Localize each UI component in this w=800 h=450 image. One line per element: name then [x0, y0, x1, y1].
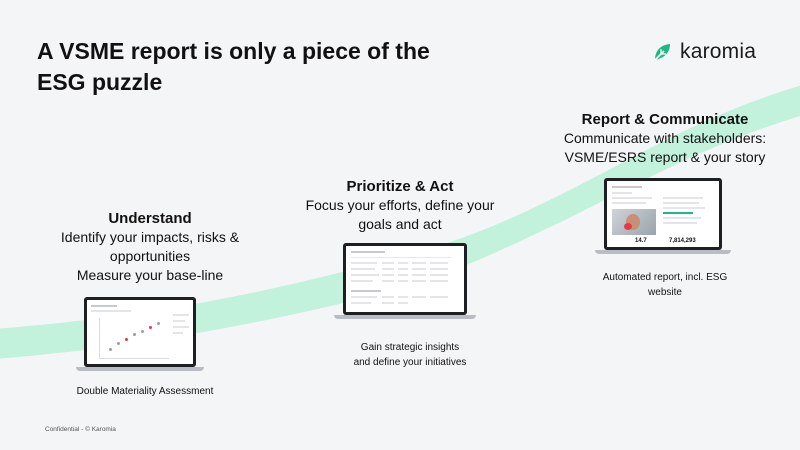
- laptop-prioritize: [334, 243, 476, 319]
- caption-line: Automated report, incl. ESG: [602, 272, 728, 283]
- caption-line: Gain strategic insights: [360, 342, 460, 353]
- stage-line: Focus your efforts, define your: [305, 197, 495, 213]
- caption-line: website: [648, 287, 682, 298]
- stage-understand: Understand Identify your impacts, risks …: [40, 209, 260, 285]
- slide-title: A VSME report is only a piece of the ESG…: [37, 38, 430, 95]
- esg-report-screen: 14.7 7,814,293: [607, 181, 719, 247]
- stage-report: Report & Communicate Communicate with st…: [550, 110, 780, 167]
- laptop-screen: 14.7 7,814,293: [604, 178, 722, 250]
- stage-line: Identify your impacts, risks &: [60, 229, 240, 245]
- footer-confidential: Confidential - © Karomia: [45, 426, 116, 433]
- stage-prioritize: Prioritize & Act Focus your efforts, def…: [285, 177, 515, 234]
- caption-report: Automated report, incl. ESG website: [580, 270, 750, 300]
- initiatives-table-screen: [346, 246, 464, 312]
- caption-line: and define your initiatives: [353, 357, 467, 368]
- stage-heading: Prioritize & Act: [346, 178, 454, 195]
- stage-line: Measure your base-line: [76, 267, 224, 283]
- stage-line: goals and act: [358, 216, 442, 232]
- stage-heading: Understand: [108, 210, 192, 227]
- karomia-logo: karomia: [652, 40, 756, 64]
- caption-dma: Double Materiality Assessment: [76, 386, 214, 397]
- laptop-screen: [84, 297, 196, 367]
- laptop-report: 14.7 7,814,293: [595, 178, 731, 254]
- logo-wordmark: karomia: [680, 40, 757, 63]
- stage-heading: Report & Communicate: [581, 111, 749, 128]
- report-metric: 7,814,293: [669, 238, 696, 244]
- laptop-base: [76, 367, 204, 371]
- laptop-base: [334, 315, 476, 319]
- stage-line: opportunities: [109, 248, 191, 264]
- laptop-screen: [343, 243, 467, 315]
- dma-chart-screen: [87, 300, 193, 364]
- laptop-dma: [76, 297, 204, 371]
- stage-line: VSME/ESRS report & your story: [564, 149, 766, 165]
- stage-line: Communicate with stakeholders:: [563, 130, 767, 146]
- report-photo: [612, 209, 656, 235]
- karomia-leaf-icon: [654, 44, 670, 61]
- report-metric: 14.7: [635, 238, 647, 244]
- laptop-base: [595, 250, 731, 254]
- caption-prioritize: Gain strategic insights and define your …: [320, 340, 500, 370]
